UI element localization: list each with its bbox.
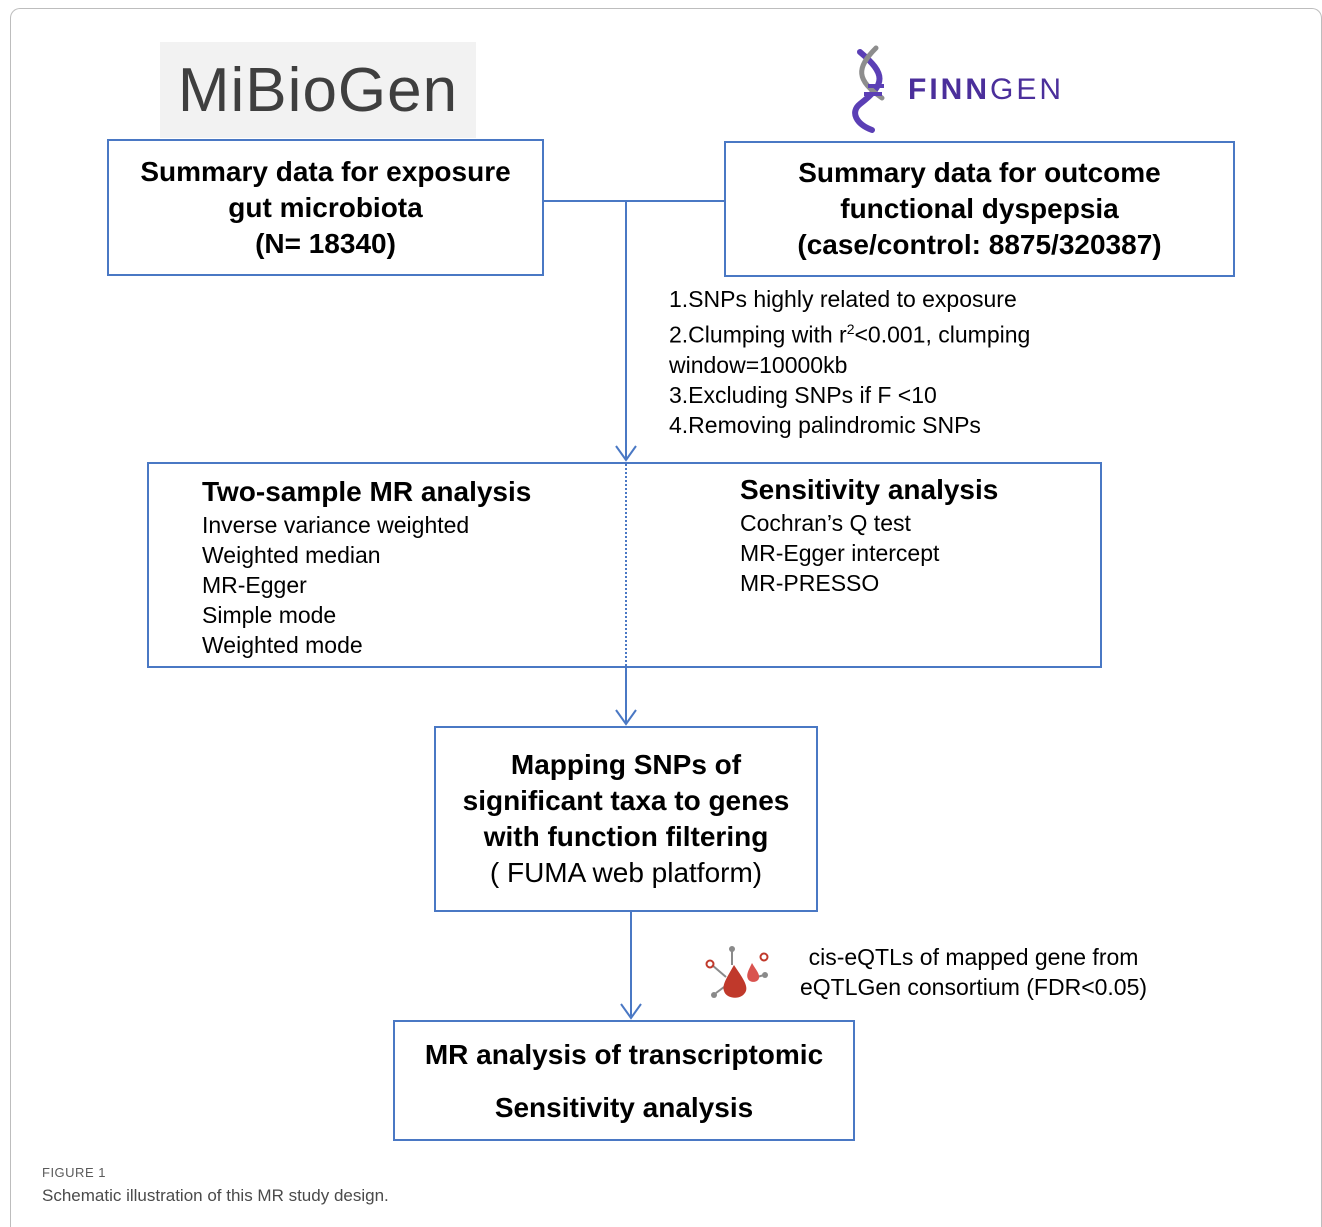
- exposure-box: Summary data for exposure gut microbiota…: [107, 139, 544, 276]
- step-2: 2.Clumping with r2<0.001, clumping: [669, 321, 1031, 348]
- mapping-line3: with function filtering: [483, 821, 769, 852]
- step-3: 3.Excluding SNPs if F <10: [669, 381, 937, 408]
- mibiogen-logo: MiBioGen: [160, 42, 476, 138]
- sensitivity-title: Sensitivity analysis: [740, 474, 999, 505]
- exposure-line1: Summary data for exposure: [140, 155, 511, 187]
- two-sample-mr-title: Two-sample MR analysis: [202, 476, 532, 507]
- mr-analysis-box: [147, 462, 1102, 668]
- final-line2: Sensitivity analysis: [494, 1091, 754, 1123]
- mibiogen-logo-text: MiBioGen: [177, 55, 459, 125]
- connector-vertical-bottom: [630, 912, 632, 1016]
- figure-label: FIGURE 1: [42, 1165, 106, 1180]
- step-4: 4.Removing palindromic SNPs: [669, 411, 981, 438]
- method-item: MR-Egger: [202, 572, 307, 598]
- mapping-line1: Mapping SNPs of: [510, 749, 742, 780]
- figure-caption: FIGURE 1 Schematic illustration of this …: [42, 1165, 389, 1206]
- two-sample-mr-column: Two-sample MR analysis Inverse variance …: [202, 476, 531, 660]
- exposure-line2: gut microbiota: [228, 191, 423, 223]
- outcome-line1: Summary data for outcome: [798, 157, 1161, 188]
- finngen-logo: FINNGEN: [846, 42, 1064, 138]
- connector-horizontal: [544, 200, 724, 202]
- eqtl-line1: cis-eQTLs of mapped gene from: [808, 944, 1139, 970]
- mapping-line4: ( FUMA web platform): [489, 857, 763, 888]
- finngen-logo-text: FINNGEN: [908, 73, 1065, 106]
- outcome-box: Summary data for outcome functional dysp…: [724, 141, 1235, 277]
- sensitivity-column: Sensitivity analysis Cochran’s Q test MR…: [740, 474, 998, 598]
- dna-icon: [852, 45, 885, 133]
- method-item: Weighted median: [202, 542, 381, 568]
- step-2-cont: window=10000kb: [669, 351, 848, 378]
- final-line1: MR analysis of transcriptomic: [424, 1038, 824, 1070]
- exposure-line3: (N= 18340): [255, 227, 396, 259]
- eqtl-note: cis-eQTLs of mapped gene from eQTLGen co…: [800, 942, 1147, 1002]
- arrow-head-3: [620, 1003, 642, 1020]
- method-item: Inverse variance weighted: [202, 512, 470, 538]
- dotted-divider: [625, 464, 627, 666]
- sensitivity-item: MR-Egger intercept: [740, 540, 940, 566]
- sensitivity-item: Cochran’s Q test: [740, 510, 911, 536]
- outcome-line3: (case/control: 8875/320387): [797, 229, 1162, 260]
- sensitivity-item: MR-PRESSO: [740, 570, 880, 596]
- figure-caption-text: Schematic illustration of this MR study …: [42, 1186, 389, 1205]
- arrow-head-2: [615, 709, 637, 726]
- blood-drop-icon: [705, 946, 769, 998]
- connector-vertical-mid: [625, 668, 627, 722]
- mapping-box: Mapping SNPs of significant taxa to gene…: [434, 726, 818, 912]
- eqtl-line2: eQTLGen consortium (FDR<0.05): [800, 974, 1148, 1000]
- arrow-head-1: [615, 445, 637, 462]
- connector-vertical-top: [625, 200, 627, 458]
- final-box: MR analysis of transcriptomic Sensitivit…: [393, 1020, 855, 1141]
- outcome-line2: functional dyspepsia: [840, 193, 1119, 224]
- filter-steps: 1.SNPs highly related to exposure 2.Clum…: [669, 284, 1030, 440]
- method-item: Weighted mode: [202, 632, 363, 658]
- method-item: Simple mode: [202, 602, 337, 628]
- step-1: 1.SNPs highly related to exposure: [669, 286, 1017, 312]
- mapping-line2: significant taxa to genes: [462, 785, 790, 816]
